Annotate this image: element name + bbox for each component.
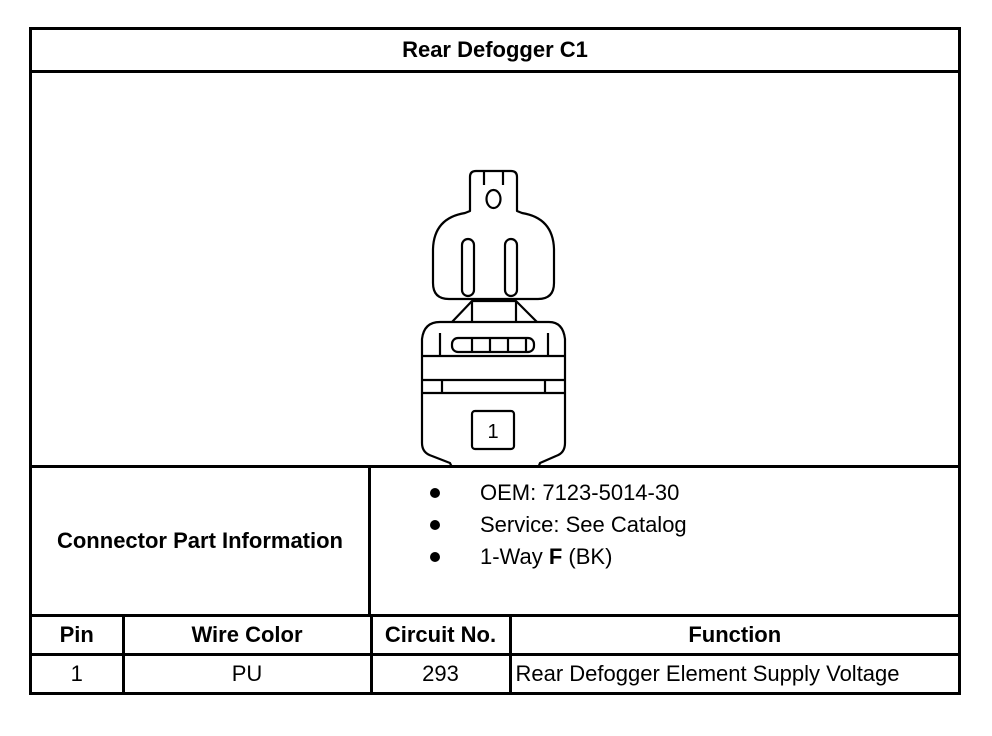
type-gender: F	[548, 544, 563, 569]
pin-1-label: 1	[487, 421, 498, 443]
part-info-label: Connector Part Information	[32, 468, 371, 614]
terminal-slot-right	[503, 237, 519, 298]
type-color: (BK)	[562, 544, 613, 569]
table-row: 1 PU 293 Rear Defogger Element Supply Vo…	[32, 653, 958, 692]
header-function: Function	[508, 617, 958, 656]
type-prefix: 1-Way	[480, 544, 549, 569]
tab-hole	[485, 188, 502, 210]
header-wire-color: Wire Color	[121, 617, 373, 656]
pin-table: Pin Wire Color Circuit No. Function 1 PU…	[32, 617, 958, 692]
connector-neck	[451, 299, 538, 323]
part-info-list: OEM: 7123-5014-30 Service: See Catalog 1…	[371, 468, 958, 614]
pin-1-cavity	[470, 409, 516, 451]
connector-drawing-area: 1	[32, 73, 958, 468]
bullet-icon	[430, 488, 440, 498]
cell-function: Rear Defogger Element Supply Voltage	[508, 653, 958, 692]
part-info-item-service: Service: See Catalog	[371, 509, 958, 541]
latch-ridge	[450, 336, 536, 354]
terminal-slot-left	[460, 237, 476, 298]
bullet-icon	[430, 552, 440, 562]
connector-body	[420, 320, 567, 465]
part-info-oem-text: OEM: 7123-5014-30	[480, 480, 680, 505]
part-info-type-text: 1-Way F (BK)	[480, 544, 612, 570]
part-info-item-oem: OEM: 7123-5014-30	[371, 477, 958, 509]
connector-part-info: Connector Part Information OEM: 7123-501…	[32, 468, 958, 617]
cell-circuit: 293	[369, 653, 512, 692]
connector-title: Rear Defogger C1	[32, 30, 958, 73]
header-circuit-no: Circuit No.	[369, 617, 512, 656]
pin-table-header: Pin Wire Color Circuit No. Function	[32, 617, 958, 656]
header-pin: Pin	[32, 617, 125, 656]
locking-tab	[431, 169, 556, 301]
connector-face-drawing: 1	[420, 169, 567, 465]
connector-sheet: Rear Defogger C1	[29, 27, 961, 695]
part-info-service-text: Service: See Catalog	[480, 512, 687, 537]
cell-pin: 1	[32, 653, 125, 692]
part-info-item-type: 1-Way F (BK)	[371, 541, 958, 573]
cell-wire-color: PU	[121, 653, 373, 692]
bullet-icon	[430, 520, 440, 530]
